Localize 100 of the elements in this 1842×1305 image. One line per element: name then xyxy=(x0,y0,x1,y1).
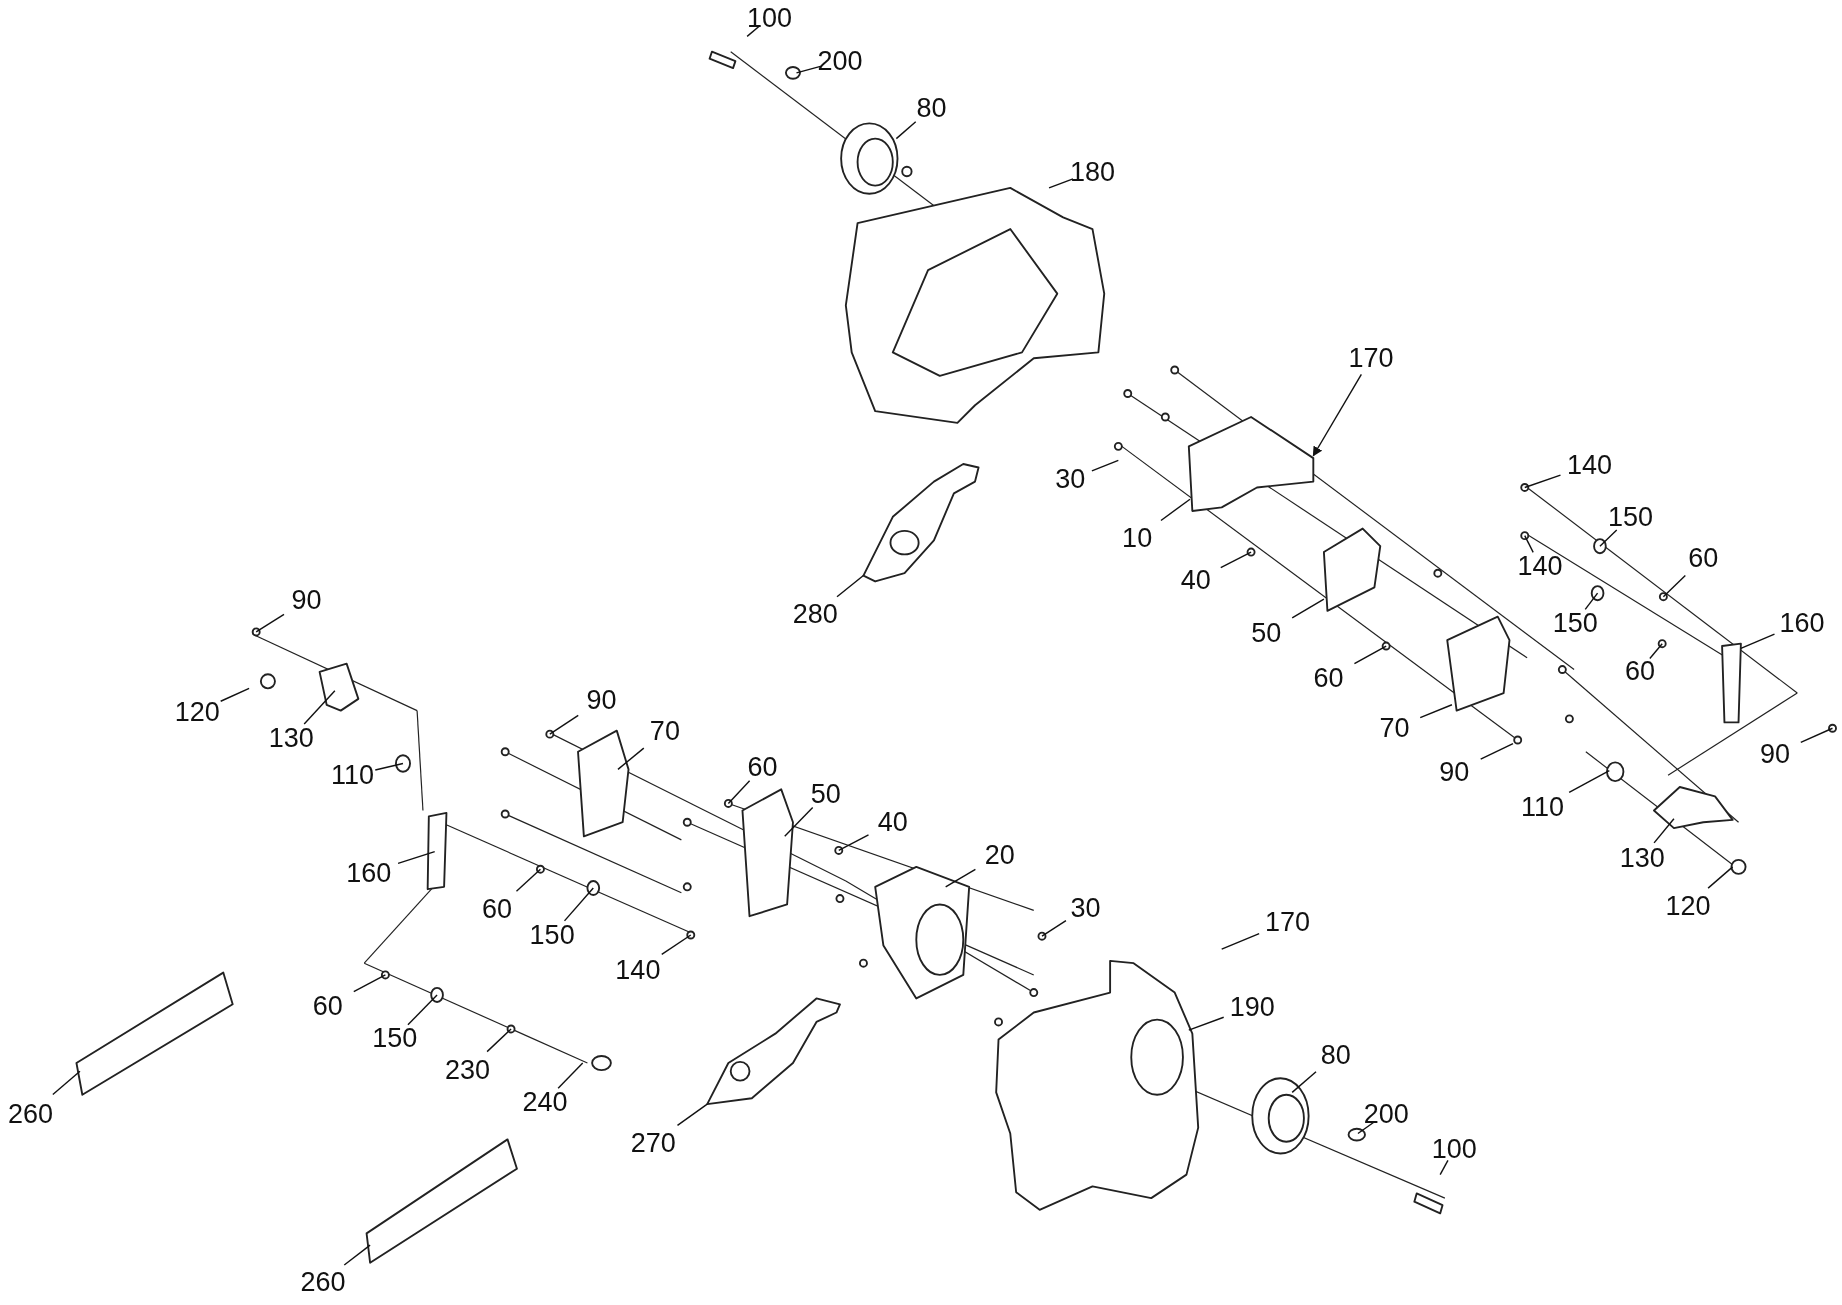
callout-number: 100 xyxy=(746,4,792,32)
leader-line xyxy=(895,121,917,140)
callout-number: 110 xyxy=(1520,793,1564,821)
callout-number: 60 xyxy=(481,895,512,923)
leader-line xyxy=(1568,769,1611,794)
callout-number: 190 xyxy=(1229,993,1275,1021)
leader-line xyxy=(1221,933,1260,950)
callout-number: 60 xyxy=(1624,657,1655,685)
callout-number: 90 xyxy=(1439,758,1470,786)
callout-number: 60 xyxy=(747,753,778,781)
callout-number: 80 xyxy=(916,94,947,122)
leader-line xyxy=(1740,633,1776,650)
callout-number: 230 xyxy=(445,1056,491,1084)
leader-line xyxy=(1041,919,1067,937)
callout-number: 30 xyxy=(1055,465,1086,493)
leader-line xyxy=(255,613,285,633)
leader-line xyxy=(1091,459,1120,472)
callout-number: 160 xyxy=(346,859,392,887)
callout-number: 160 xyxy=(1779,609,1825,637)
callout-number: 60 xyxy=(1313,664,1344,692)
leader-line xyxy=(1291,598,1325,619)
leader-line xyxy=(1649,643,1663,660)
callout-number: 130 xyxy=(1619,844,1665,872)
leader-line xyxy=(52,1070,81,1096)
leader-line xyxy=(727,780,751,805)
callout-number: 40 xyxy=(877,808,908,836)
leader-line xyxy=(617,747,645,771)
leader-line xyxy=(563,887,594,922)
leader-line xyxy=(353,974,387,993)
callout-number: 70 xyxy=(649,717,680,745)
leader-line xyxy=(1800,727,1834,744)
callout-number: 120 xyxy=(174,698,220,726)
callout-number: 40 xyxy=(1180,566,1211,594)
callout-number: 30 xyxy=(1070,894,1101,922)
callout-number: 260 xyxy=(8,1100,54,1128)
leader-line xyxy=(303,689,336,725)
leader-line xyxy=(795,65,822,74)
leader-line xyxy=(661,934,692,956)
callout-number: 200 xyxy=(817,47,863,75)
leader-line xyxy=(1707,866,1734,889)
leader-line xyxy=(220,687,250,702)
leader-line xyxy=(1662,574,1687,598)
leader-line xyxy=(1584,592,1599,611)
callout-number: 170 xyxy=(1265,908,1311,936)
leader-line xyxy=(397,850,436,865)
callout-number: 200 xyxy=(1363,1100,1409,1128)
callout-number: 20 xyxy=(984,841,1015,869)
callout-number: 140 xyxy=(1566,451,1612,479)
callout-number: 150 xyxy=(529,921,575,949)
leader-line xyxy=(1357,1121,1375,1135)
leader-line xyxy=(944,868,977,888)
leader-line xyxy=(838,834,870,852)
callout-number: 120 xyxy=(1665,892,1711,920)
leader-line xyxy=(374,762,404,771)
callout-number: 150 xyxy=(1552,609,1598,637)
callout-number: 130 xyxy=(268,724,314,752)
leader-line xyxy=(1291,1071,1317,1094)
callout-number: 150 xyxy=(1608,503,1654,531)
callout-number: 80 xyxy=(1320,1041,1351,1069)
callout-number: 90 xyxy=(291,586,322,614)
callout-number: 90 xyxy=(586,686,617,714)
leader-line xyxy=(407,994,438,1026)
callout-number: 140 xyxy=(615,956,661,984)
leader-line xyxy=(836,574,865,598)
leader-line xyxy=(1599,529,1618,547)
callout-number: 60 xyxy=(312,992,343,1020)
leader-line xyxy=(1524,534,1534,554)
callout-number: 240 xyxy=(522,1088,568,1116)
leader-line xyxy=(515,868,542,892)
leader-line xyxy=(1353,645,1387,665)
leader-line xyxy=(1653,818,1675,844)
leader-line xyxy=(1312,373,1363,457)
callout-number: 260 xyxy=(300,1268,346,1296)
callout-number: 180 xyxy=(1069,158,1116,185)
leader-line xyxy=(486,1028,512,1053)
callout-number: 70 xyxy=(1379,714,1410,742)
leader-line xyxy=(1419,704,1453,719)
leader-line xyxy=(746,25,761,38)
callout-number: 50 xyxy=(810,780,841,808)
leader-line xyxy=(1480,742,1514,760)
callout-number: 50 xyxy=(1251,619,1282,647)
callout-number: 100 xyxy=(1431,1135,1477,1163)
leader-line xyxy=(557,1062,584,1089)
callout-number: 10 xyxy=(1122,524,1153,552)
callout-number: 150 xyxy=(372,1024,418,1052)
leader-line xyxy=(1188,1016,1225,1031)
leader-line xyxy=(784,806,814,838)
leader-line xyxy=(1048,178,1074,189)
callout-number: 270 xyxy=(630,1129,676,1157)
callout-number: 110 xyxy=(330,761,374,789)
leader-line xyxy=(343,1244,371,1266)
leader-line xyxy=(1439,1159,1449,1176)
callout-number: 170 xyxy=(1348,344,1394,372)
callout-number: 60 xyxy=(1688,544,1719,572)
callout-number: 140 xyxy=(1517,552,1563,580)
callout-number: 280 xyxy=(792,600,838,628)
leader-line xyxy=(1160,498,1191,522)
leader-line xyxy=(1220,551,1252,569)
callout-number: 90 xyxy=(1760,740,1791,768)
leader-line xyxy=(549,714,579,735)
